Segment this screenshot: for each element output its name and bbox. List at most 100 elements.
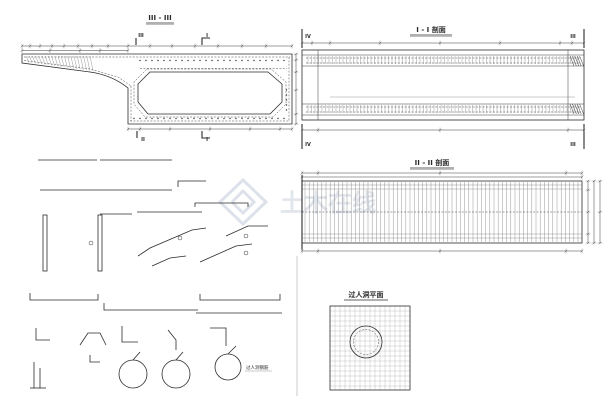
section-1-1-generated-linework (300, 40, 586, 133)
cut-mark (201, 131, 210, 139)
section-3-3: III - III III I II I (20, 14, 299, 143)
end-hook-rebar (576, 103, 582, 115)
rebar-end-dot (271, 117, 273, 120)
rebar-end-dot (223, 59, 225, 62)
rebar-end-dot (285, 99, 288, 101)
rebar-end-dot (193, 59, 195, 62)
cantilever-rebar-hatch (70, 55, 74, 69)
rebar-end-dot (253, 59, 255, 62)
section-1-1-title: I - I 剖面 (416, 25, 445, 34)
hoop-rebar (214, 353, 242, 381)
rebar-end-dot (283, 117, 285, 120)
rebar-end-dot (205, 117, 207, 120)
section-1-1: I - I 剖面 IV IV III III (300, 25, 586, 149)
rebar-end-dot (229, 117, 231, 120)
manhole-plan-title: 过人洞平面 (349, 290, 384, 299)
watermark: 土木在线 (217, 177, 376, 227)
rebar-end-dot (163, 117, 165, 120)
end-hook-rebar (569, 55, 575, 67)
rebar-end-dot (205, 59, 207, 62)
manhole-ring-rebar (353, 329, 379, 355)
hoop-rebar-tail (132, 351, 141, 361)
manhole-plan-outline (329, 305, 411, 391)
cantilever-rebar-hatch (41, 55, 46, 65)
section-2-2-generated-linework (300, 170, 603, 254)
rebar-end-dot (265, 59, 267, 62)
rebar-end-dot (175, 59, 177, 62)
bar-mark-bubble (177, 235, 183, 241)
manhole-plan: 过人洞平面 (329, 290, 411, 391)
rebar-end-dot (259, 59, 261, 62)
cut-mark-label: IV (305, 34, 311, 40)
rebar-end-dot (277, 117, 279, 120)
rebar-details-lower: 过人洞钢筋 (29, 293, 282, 389)
rebar-end-dot (157, 59, 159, 62)
rebar-end-dot (187, 59, 189, 62)
rebar-end-dot (285, 89, 288, 91)
cantilever-rebar-hatch (77, 55, 81, 70)
rebar-end-dot (139, 59, 141, 62)
cut-mark-label: I (206, 33, 208, 39)
rebar-end-dot (163, 59, 165, 62)
hoop-rebar (118, 359, 148, 389)
bent-up-rebar (137, 227, 207, 257)
box-void-outline (137, 71, 283, 115)
hoop-rebar-tail (227, 345, 237, 355)
rebar-end-dot (139, 117, 141, 120)
rebar-detail-small (210, 327, 227, 346)
cantilever-rebar-hatch (86, 55, 90, 71)
rebar-end-dot (199, 117, 201, 120)
end-hook-rebar (579, 103, 584, 115)
cantilever-rebar-hatch (38, 55, 42, 65)
bent-up-rebar (151, 255, 187, 267)
end-hook-rebar (574, 55, 580, 67)
rebar-end-dot (247, 117, 249, 120)
bar-mark-bubble (243, 233, 249, 239)
bent-up-rebar (225, 225, 268, 237)
manhole-rebar-label: 过人洞钢筋 (246, 364, 269, 371)
rebar-end-dot (241, 117, 243, 120)
hoop-rebar-tail (175, 351, 184, 361)
rebar-end-dot (187, 117, 189, 120)
cantilever-rebar-hatch (73, 55, 78, 69)
section-3-3-generated-linework (20, 43, 299, 132)
rebar-end-dot (217, 117, 219, 120)
section-2-2: II - II 剖面 (300, 158, 603, 254)
end-hook-rebar (572, 55, 577, 67)
end-hook-rebar (579, 55, 584, 67)
cut-mark-label: III (570, 34, 576, 40)
end-hook-rebar (569, 103, 575, 115)
cantilever-rebar-hatch (57, 55, 62, 67)
rebar-end-dot (241, 59, 243, 62)
watermark-logo-diamond (217, 177, 269, 227)
bar-mark-bubble (243, 250, 249, 256)
rebar-end-dot (277, 59, 279, 62)
rebar-detail (29, 293, 99, 301)
watermark-text: 土木在线 (280, 189, 376, 217)
section-3-3-title: III - III (148, 14, 171, 22)
void-perimeter-rebar (133, 68, 287, 118)
rebar-detail-vertical (42, 214, 48, 272)
rebar-detail (199, 294, 281, 301)
cantilever-rebar-hatch (89, 55, 94, 72)
bent-up-rebar (199, 243, 253, 263)
cantilever-rebar-hatch (45, 55, 49, 66)
rebar-end-dot (259, 117, 261, 120)
rebar-end-dot (145, 59, 147, 62)
end-hook-rebar (574, 103, 580, 115)
rebar-end-dot (181, 117, 183, 120)
rebar-end-dot (253, 117, 255, 120)
cantilever-rebar-hatch (32, 55, 36, 64)
rebar-end-dot (235, 117, 237, 120)
rebar-end-dot (169, 59, 171, 62)
rebar-end-dot (211, 59, 213, 62)
end-hook-rebar (576, 55, 582, 67)
cut-mark (201, 37, 210, 45)
girder-outline (21, 53, 293, 125)
rebar-detail (194, 202, 249, 207)
cantilever-rebar-hatch (67, 55, 71, 69)
cut-mark-label: III (138, 33, 144, 39)
rebar-detail-small (167, 329, 177, 350)
rebar-detail-vertical (97, 214, 103, 272)
